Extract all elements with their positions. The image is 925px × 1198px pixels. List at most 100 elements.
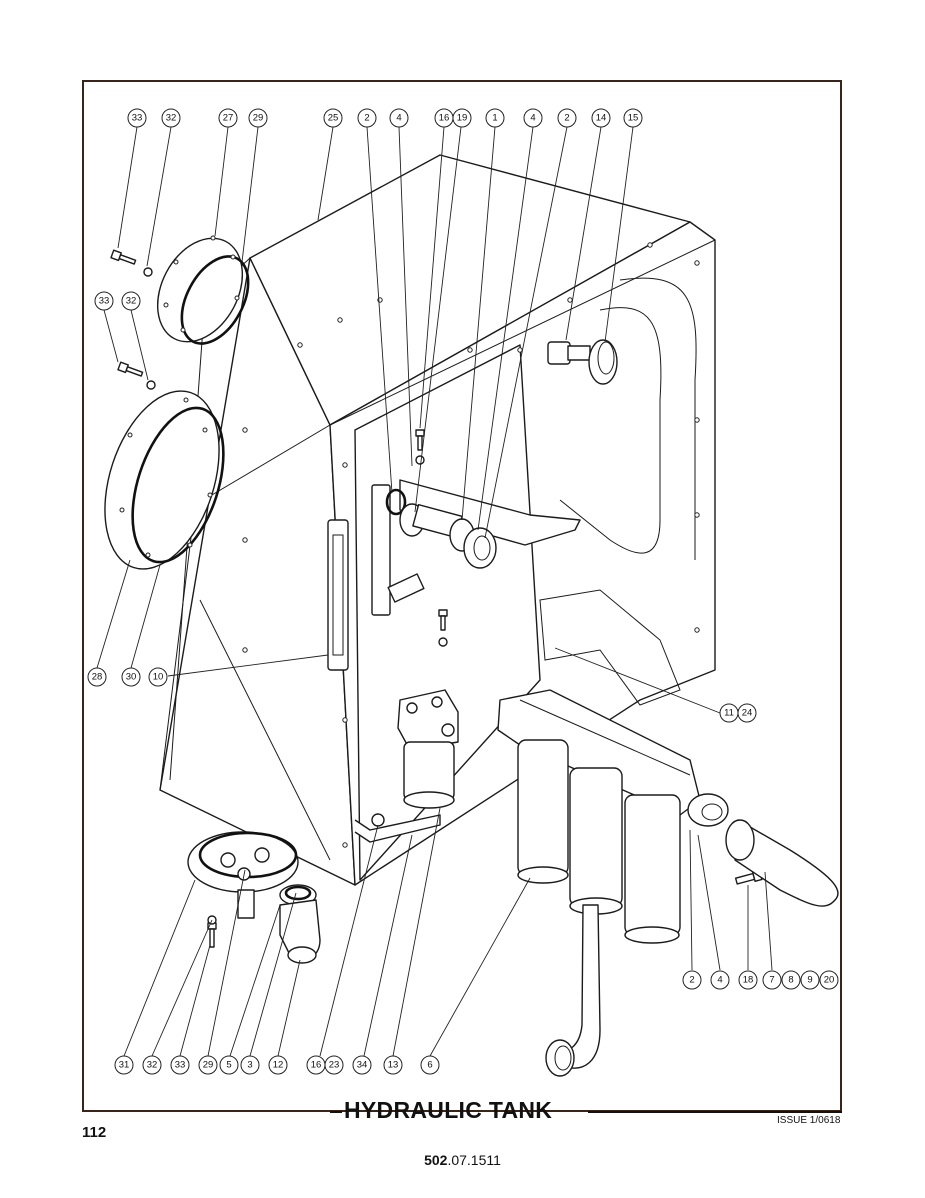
callouts-right-lower: 2 4 18 7 8 9 20 [682,970,839,990]
callout-label: 31 [119,1060,130,1071]
callouts-left-lower: 28 30 10 [87,667,168,687]
callout-label: 1 [492,113,497,124]
callout-11: 11 [719,703,739,723]
callout-10: 10 [148,667,168,687]
callout-label: 24 [742,708,753,719]
page-number: 112 [82,1124,107,1141]
callout-label: 28 [92,672,103,683]
callout-label: 19 [457,113,468,124]
callout-23: 23 [324,1055,344,1075]
callout-15: 15 [623,108,643,128]
callout-29-b: 29 [198,1055,218,1075]
callout-label: 33 [132,113,143,124]
callout-label: 16 [311,1060,322,1071]
callout-8: 8 [781,970,801,990]
callout-31: 31 [114,1055,134,1075]
callout-5: 5 [219,1055,239,1075]
callout-label: 25 [328,113,339,124]
callout-label: 16 [439,113,450,124]
callout-label: 11 [724,708,734,719]
leader-lines [96,126,773,1057]
callout-label: 13 [388,1060,399,1071]
bolts [110,249,763,948]
drawing-frame [82,80,842,1112]
callout-label: 3 [247,1060,252,1071]
lower-cover-plate [104,390,225,570]
filter-manifold [497,689,839,1077]
callout-label: 2 [689,975,694,986]
callout-label: 14 [596,113,607,124]
callout-4-r: 4 [710,970,730,990]
callout-20: 20 [819,970,839,990]
callout-34: 34 [352,1055,372,1075]
callout-14: 14 [591,108,611,128]
callout-30: 30 [121,667,141,687]
callout-label: 27 [223,113,234,124]
callout-29: 29 [248,108,268,128]
callout-label: 2 [564,113,569,124]
callout-3: 3 [240,1055,260,1075]
callout-label: 32 [147,1060,158,1071]
callout-label: 29 [203,1060,214,1071]
callout-label: 34 [357,1060,368,1071]
callout-label: 23 [329,1060,340,1071]
callout-24: 24 [737,703,757,723]
callout-4: 4 [389,108,409,128]
callout-9: 9 [800,970,820,990]
part-number: 502.07.1511 [0,1152,925,1168]
callout-27: 27 [218,108,238,128]
upper-cover-plate [156,235,250,345]
part-number-suffix: .07.1511 [447,1152,501,1168]
callout-28: 28 [87,667,107,687]
callout-7: 7 [762,970,782,990]
callout-19: 19 [452,108,472,128]
callout-32: 32 [161,108,181,128]
callout-18: 18 [738,970,758,990]
callout-1: 1 [485,108,505,128]
title-rule-right [588,1111,842,1113]
page-title: HYDRAULIC TANK [344,1097,553,1123]
callout-32-b: 32 [142,1055,162,1075]
callout-label: 15 [628,113,639,124]
callout-32-mid: 32 [121,291,141,311]
callout-label: 7 [769,975,774,986]
callout-6: 6 [420,1055,440,1075]
callout-label: 20 [824,975,835,986]
callout-label: 4 [717,975,722,986]
callout-label: 8 [788,975,793,986]
level-gauge [327,484,391,671]
callout-4b: 4 [523,108,543,128]
callout-2: 2 [357,108,377,128]
callouts-right-mid: 11 24 [719,703,757,723]
callout-16-b: 16 [306,1055,326,1075]
callout-13: 13 [383,1055,403,1075]
callout-33-mid: 33 [94,291,114,311]
callout-label: 32 [126,296,137,307]
callout-label: 4 [396,113,401,124]
callout-33: 33 [127,108,147,128]
callout-25: 25 [323,108,343,128]
callouts-top-row: 33 32 27 29 25 2 4 16 19 1 4 2 14 15 [127,108,643,128]
callouts-bottom-row: 31 32 33 29 5 3 12 16 23 34 13 6 [114,1055,440,1075]
callout-label: 4 [530,113,535,124]
callout-label: 10 [153,672,164,683]
part-number-prefix: 502 [424,1152,448,1168]
callout-2b: 2 [557,108,577,128]
breather-cap [547,339,618,385]
title-rule-left [330,1111,342,1113]
callouts-left-middle: 33 32 [94,291,141,311]
issue-label: ISSUE 1/0618 [777,1115,841,1126]
callout-label: 30 [126,672,137,683]
callout-label: 33 [99,296,110,307]
callout-label: 29 [253,113,264,124]
callout-label: 9 [807,975,812,986]
callout-label: 12 [273,1060,284,1071]
callout-label: 33 [175,1060,186,1071]
callout-label: 6 [427,1060,432,1071]
return-filter [354,689,459,843]
callout-33-b: 33 [170,1055,190,1075]
callout-label: 5 [226,1060,231,1071]
callout-label: 18 [743,975,754,986]
callout-label: 2 [364,113,369,124]
